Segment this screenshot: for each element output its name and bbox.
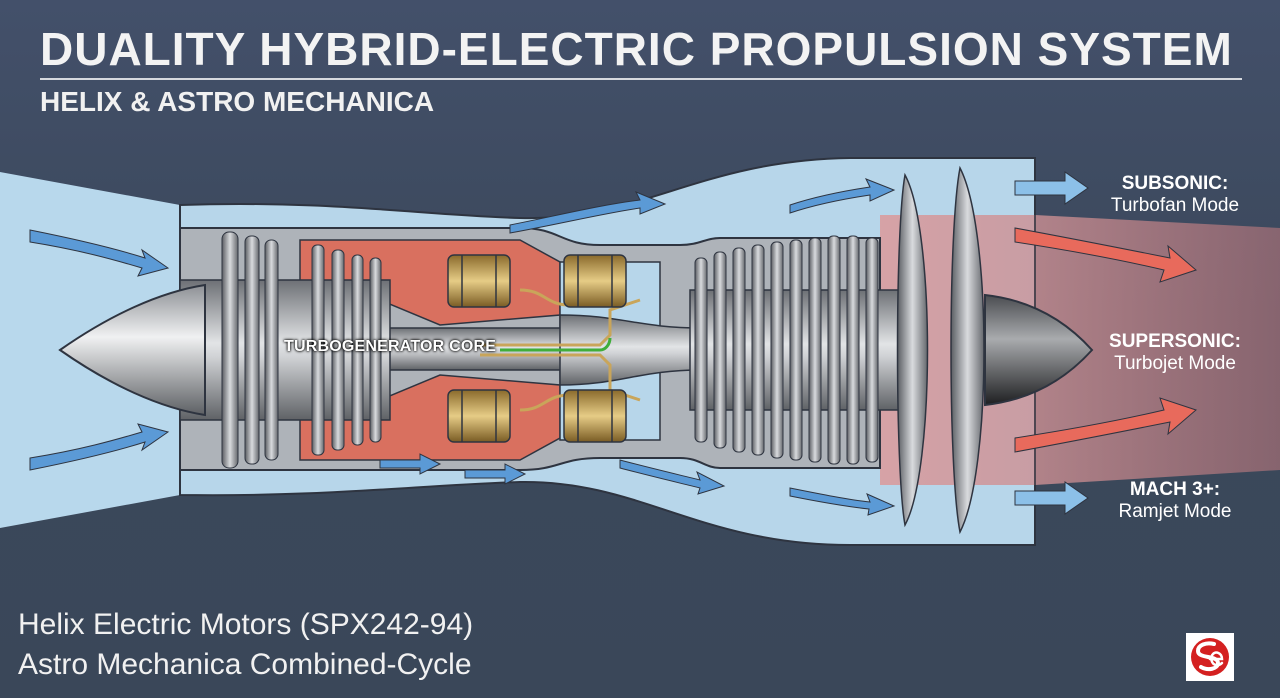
mode-speed: MACH 3+: [1129, 479, 1221, 500]
mode-label-supersonic: SUPERSONIC: Turbojet Mode [1090, 331, 1260, 375]
page-subtitle: HELIX & ASTRO MECHANICA [40, 86, 435, 117]
mode-name: Turbofan Mode [1110, 195, 1240, 216]
hot-exhaust-arrow-icon [1014, 397, 1197, 453]
mode-name: Turbojet Mode [1114, 353, 1236, 374]
footer-credits: Helix Electric Motors (SPX242-94) Astro … [18, 605, 473, 685]
footer-line-1: Helix Electric Motors (SPX242-94) [18, 608, 474, 641]
mode-label-subsonic: SUBSONIC: Turbofan Mode [1090, 173, 1260, 217]
se-logo-icon [1191, 638, 1229, 676]
cold-air-arrow-icon [29, 178, 896, 516]
footer-line-2: Astro Mechanica Combined-Cycle [18, 648, 472, 681]
hot-exhaust-arrow-icon [1014, 227, 1197, 283]
turbine-blades [896, 165, 985, 535]
nose-cone-icon [58, 283, 206, 417]
compressor-blades [694, 235, 879, 465]
turbogenerator-core-label: TURBOGENERATOR CORE [284, 338, 497, 355]
tail-cone [984, 293, 1094, 407]
front-fan-blades [221, 231, 382, 469]
engine-diagram [0, 157, 1280, 546]
electric-motor-icon [447, 254, 627, 443]
title-divider [40, 78, 1242, 80]
mode-speed: SUBSONIC: [1121, 173, 1229, 194]
page-title: DUALITY HYBRID-ELECTRIC PROPULSION SYSTE… [40, 23, 1233, 75]
se-logo [1186, 633, 1234, 681]
cold-air-arrow-icon [1014, 481, 1089, 515]
mode-speed: SUPERSONIC: [1109, 331, 1241, 352]
mode-arrows [1014, 171, 1197, 515]
cold-air-arrow-icon [1014, 171, 1089, 205]
mode-name: Ramjet Mode [1118, 501, 1232, 522]
mode-label-mach3: MACH 3+: Ramjet Mode [1090, 479, 1260, 523]
